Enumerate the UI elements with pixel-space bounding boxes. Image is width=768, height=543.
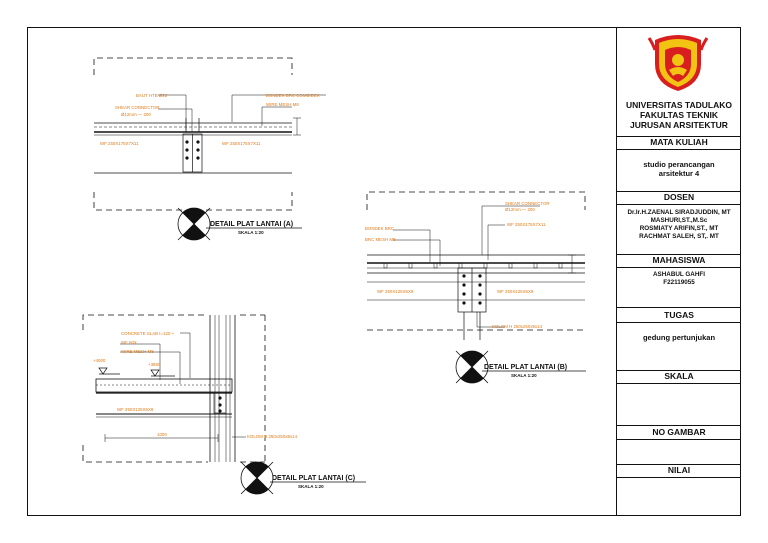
detail-c-title: DETAIL PLAT LANTAI (C) <box>272 475 355 482</box>
detail-b-dimension <box>568 254 576 274</box>
detail-c-cut-border <box>82 314 266 463</box>
detail-c-dim-label: 1000 <box>157 432 167 437</box>
mata-kuliah-line-1: studio perancangan <box>643 160 715 169</box>
detail-b-scale: SKALA 1:20 <box>511 373 537 378</box>
detail-a-bolts <box>185 140 200 160</box>
divider <box>617 136 741 137</box>
detail-b-bolts <box>462 274 482 305</box>
detail-c-wire-label: WIRE MESH M8 <box>121 349 154 354</box>
title-block: UNIVERSITAS TADULAKO FAKULTAS TEKNIK JUR… <box>616 27 741 516</box>
mahasiswa-name: ASHABUL GAHFI <box>652 271 705 278</box>
detail-b-leaders <box>393 205 540 328</box>
nilai-heading: NILAI <box>667 465 691 475</box>
detail-a-shear-size-label: Ø12mm — 200 <box>121 112 151 117</box>
detail-a-slab <box>94 122 292 174</box>
drawing-frame <box>27 27 741 516</box>
divider <box>617 322 741 323</box>
detail-b-column <box>457 267 487 340</box>
detail-a-cut-border <box>93 57 293 211</box>
detail-a-bolt-label: BAUT HTB Ø22 <box>136 93 168 98</box>
detail-c-column <box>209 315 236 462</box>
tugas-heading: TUGAS <box>664 310 694 320</box>
mata-kuliah-line-2: arsitektur 4 <box>658 169 700 178</box>
detail-b-column-label: KOLOM H 250x250x9x14 <box>492 324 543 329</box>
divider <box>617 477 741 478</box>
detail-a-section-symbol <box>177 207 211 241</box>
detail-c-beam-label: WF 250X125X6X9 <box>117 407 154 412</box>
divider <box>617 267 741 268</box>
divider <box>617 439 741 440</box>
detail-b-slab <box>367 254 585 301</box>
divider <box>617 464 741 465</box>
detail-c-wf-label: WF 50X <box>121 340 137 345</box>
divider <box>617 307 741 308</box>
detail-b-title: DETAIL PLAT LANTAI (B) <box>484 364 567 371</box>
detail-c: CONCRETE SLAB t=120 + WF 50X WIRE MESH M… <box>82 314 366 495</box>
dosen-heading: DOSEN <box>663 192 695 202</box>
detail-b-wire-label: BRC MESH M8 <box>365 237 396 242</box>
dosen-line-2: MASHURI,ST.,M.Sc <box>650 217 708 224</box>
detail-a-bondek-label: BONDEK BRC COMBIDEX <box>266 93 320 98</box>
dosen-line-3: ROSMIATY ARIFIN,ST., MT <box>639 225 719 232</box>
mata-kuliah-heading: MATA KULIAH <box>650 137 708 147</box>
dosen-line-1: Dr.Ir.H.ZAENAL SIRADJUDDIN, MT <box>627 209 731 216</box>
divider <box>617 191 741 192</box>
detail-c-scale: SKALA 1:20 <box>298 484 324 489</box>
detail-c-column-label: KOLOM H 250x250x9x14 <box>247 434 298 439</box>
detail-a-shear-label: SHEAR CONNECTOR <box>115 105 160 110</box>
divider <box>617 204 741 205</box>
detail-b-shear-size-label: Ø12mm — 200 <box>505 207 535 212</box>
detail-b-wf-top-label: WF 250X175X7X11 <box>507 222 546 227</box>
divider <box>617 254 741 255</box>
no-gambar-heading: NO GAMBAR <box>652 427 706 437</box>
divider <box>617 425 741 426</box>
mahasiswa-heading: MAHASISWA <box>652 255 706 265</box>
detail-b-shear-label: SHEAR CONNECTOR <box>505 201 550 206</box>
detail-b-cut-border <box>366 191 586 331</box>
tugas-value: gedung pertunjukan <box>642 333 716 342</box>
detail-c-dimension <box>104 434 219 442</box>
detail-c-level-1: +4000 <box>93 358 106 363</box>
detail-c-connection <box>213 392 227 414</box>
dosen-line-4: RACHMAT SALEH, ST,. MT <box>639 233 719 240</box>
skala-heading: SKALA <box>664 371 694 381</box>
detail-a-scale: SKALA 1:20 <box>238 230 264 235</box>
institution-line-1: UNIVERSITAS TADULAKO <box>626 100 732 110</box>
detail-a-dimension <box>293 117 301 136</box>
detail-a-title: DETAIL PLAT LANTAI (A) <box>210 221 293 228</box>
detail-a: BAUT HTB Ø22 SHEAR CONNECTOR Ø12mm — 200… <box>93 57 326 241</box>
institution-line-2: FAKULTAS TEKNIK <box>639 110 719 120</box>
detail-b-bondek-label: BONDEK BRC <box>365 226 394 231</box>
detail-c-concrete-label: CONCRETE SLAB t=120 + <box>121 331 175 336</box>
detail-a-wf-right-label: WF 250X175X7X11 <box>222 141 261 146</box>
detail-c-leaders <box>120 332 246 438</box>
detail-b-section-symbol <box>455 350 489 384</box>
detail-b-wf-right-label: WF 250X125X6X9 <box>497 289 534 294</box>
detail-a-wire-label: WIRE MESH M8 <box>266 102 299 107</box>
detail-c-level-2: +3880 <box>148 362 161 367</box>
divider <box>617 383 741 384</box>
mahasiswa-nim: F22119055 <box>663 279 695 286</box>
institution-line-3: JURUSAN ARSITEKTUR <box>630 120 728 130</box>
detail-b: SHEAR CONNECTOR Ø12mm — 200 WF 250X175X7… <box>365 191 586 384</box>
detail-b-studs <box>383 262 563 269</box>
detail-a-wf-left-label: WF 250X175X7X11 <box>100 141 139 146</box>
divider <box>617 149 741 150</box>
detail-c-level-markers <box>98 367 175 377</box>
detail-c-bolts <box>218 396 222 413</box>
detail-b-wf-left-label: WF 250X125X6X9 <box>377 289 414 294</box>
divider <box>617 370 741 371</box>
university-logo <box>647 35 709 91</box>
detail-c-slab <box>95 378 233 418</box>
detail-c-section-symbol <box>240 461 274 495</box>
detail-a-leaders <box>158 94 326 132</box>
